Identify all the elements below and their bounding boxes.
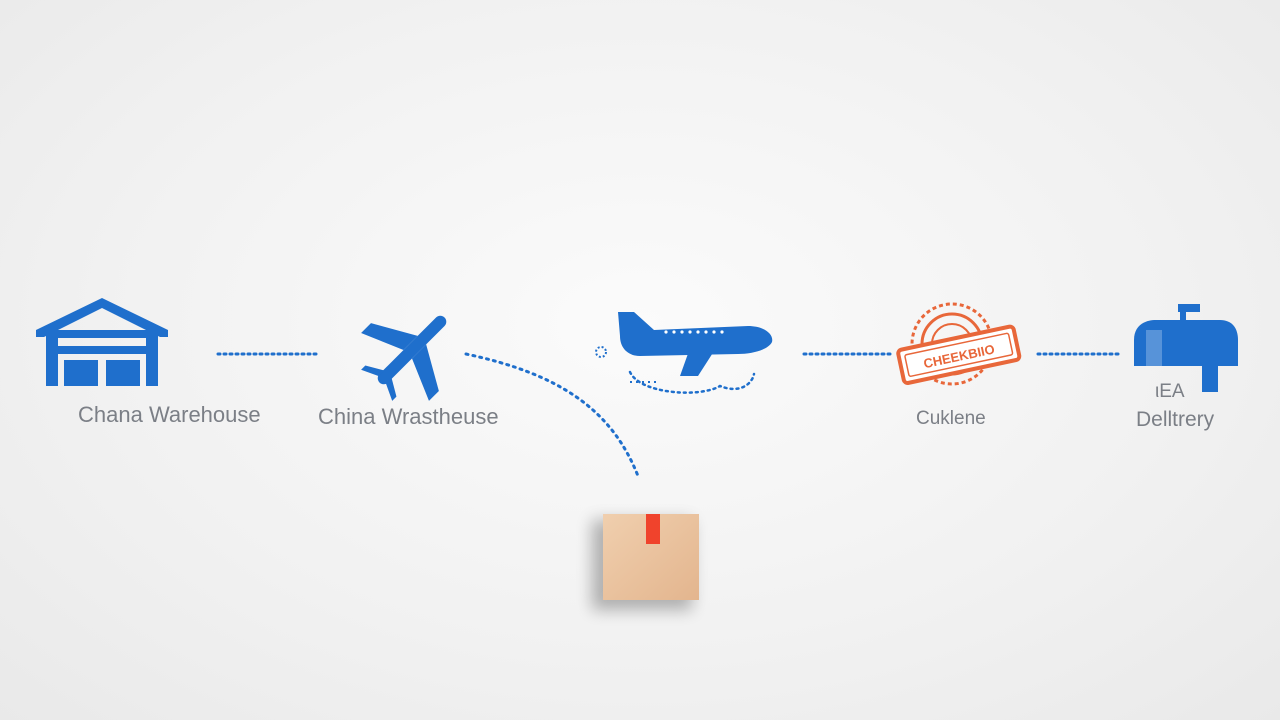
customs-label: Cuklene: [916, 408, 986, 429]
warehouse-label: Chana Warehouse: [78, 402, 261, 427]
package-box-icon: [592, 514, 699, 610]
cargo-plane-icon: [595, 312, 773, 394]
customs-stamp-icon: CHEEKBIIO: [896, 302, 1022, 386]
delivery-label-top: ιEA: [1155, 381, 1185, 402]
airplane-icon: [361, 315, 447, 401]
airport-label: China Wrastheuse: [318, 404, 499, 429]
warehouse-icon: [36, 298, 168, 386]
mailbox-icon: [1134, 304, 1238, 392]
delivery-label: Delltrery: [1136, 408, 1215, 431]
connector-plane-to-package: [464, 352, 640, 478]
